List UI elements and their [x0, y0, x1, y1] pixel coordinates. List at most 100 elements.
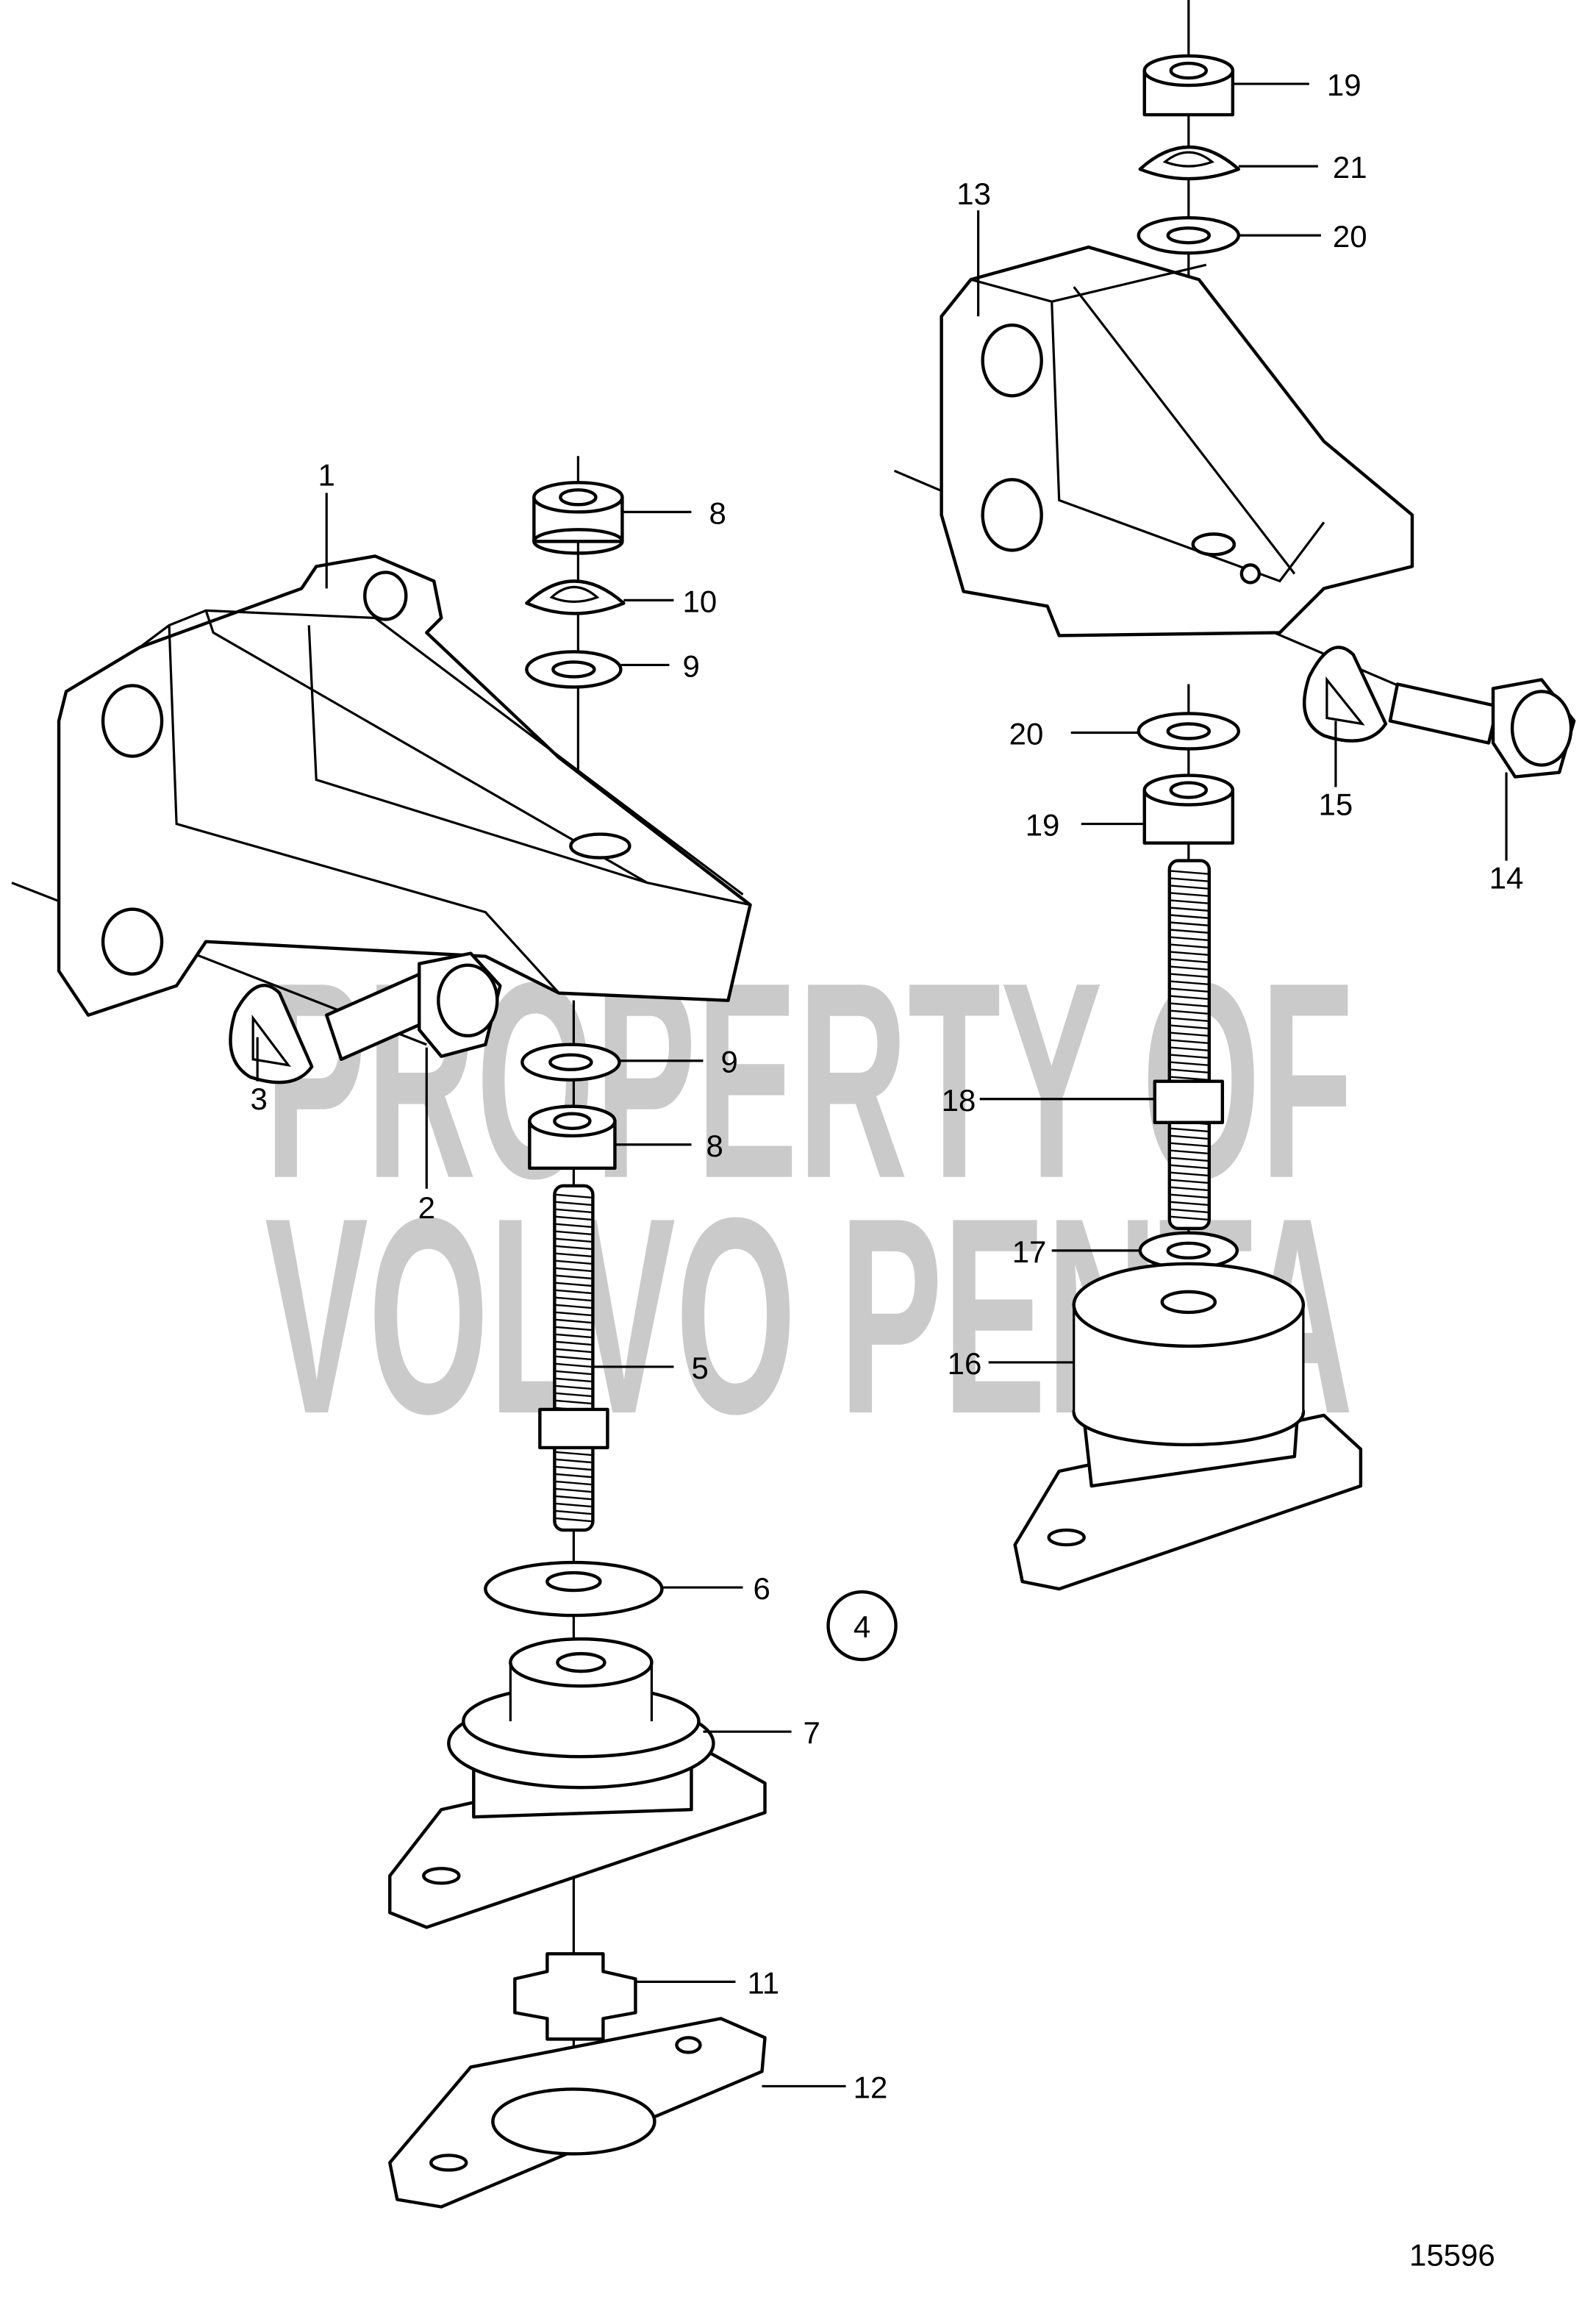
thread-line [556, 1201, 592, 1207]
thread-line [1170, 1024, 1208, 1029]
thread-line [1170, 1009, 1208, 1015]
callout-6: 6 [754, 1571, 770, 1606]
callout-10: 10 [682, 584, 717, 618]
callout-8-lower: 8 [706, 1129, 723, 1163]
engine-bracket-left [57, 554, 752, 1017]
thread-line [556, 1223, 592, 1229]
triangular-washer-15 [1303, 646, 1388, 743]
thread-line [556, 1311, 592, 1317]
thread-line [1170, 1127, 1208, 1132]
callout-5: 5 [691, 1351, 708, 1385]
thread-line [556, 1252, 592, 1258]
thread-line [1170, 958, 1208, 963]
thread-line [1170, 1076, 1208, 1081]
part-11 [513, 1952, 637, 2041]
plate-12 [388, 2017, 767, 2209]
stud-18 [1153, 859, 1225, 1231]
thread-line [556, 1267, 592, 1273]
thread-line [556, 1259, 592, 1265]
washer-20-lower [1137, 712, 1241, 751]
thread-line [1170, 1157, 1208, 1162]
callout-15: 15 [1319, 787, 1353, 822]
callout-3: 3 [250, 1082, 267, 1116]
thread-line [556, 1384, 592, 1390]
thread-line [556, 1304, 592, 1309]
callout-8-upper: 8 [709, 496, 726, 530]
nut-19-lower [1142, 773, 1235, 845]
thread-line [1170, 899, 1208, 904]
callout-16: 16 [948, 1346, 982, 1381]
thread-line [556, 1208, 592, 1214]
thread-line [556, 1502, 592, 1508]
thread-line [1170, 907, 1208, 912]
thread-line [1170, 936, 1208, 941]
callout-18: 18 [942, 1083, 976, 1118]
thread-line [1170, 1017, 1208, 1022]
thread-line [1170, 929, 1208, 934]
thread-line [1170, 1193, 1208, 1199]
washer-6 [484, 1560, 664, 1618]
thread-line [556, 1215, 592, 1221]
thread-line [1170, 921, 1208, 926]
thread-line [1170, 885, 1208, 890]
thread-line [556, 1274, 592, 1280]
thread-line [556, 1245, 592, 1251]
washer-21 [1138, 146, 1241, 181]
rubber-mount-7 [388, 1637, 767, 1929]
callout-19-lower: 19 [1026, 808, 1060, 843]
thread-line [556, 1333, 592, 1339]
rubber-mount-16 [1013, 1262, 1363, 1591]
thread-line [556, 1480, 592, 1486]
thread-line [556, 1370, 592, 1376]
thread-line [556, 1377, 592, 1383]
thread-line [1170, 987, 1208, 993]
thread-line [1170, 995, 1208, 1000]
thread-line [556, 1326, 592, 1332]
thread-line [1170, 1046, 1208, 1051]
callout-12: 12 [854, 2070, 888, 2104]
thread-line [556, 1362, 592, 1368]
thread-line [556, 1340, 592, 1346]
callout-14: 14 [1489, 861, 1524, 896]
callout-17: 17 [1012, 1234, 1047, 1269]
thread-line [1170, 980, 1208, 985]
thread-line [556, 1392, 592, 1398]
thread-line [556, 1348, 592, 1354]
thread-line [1170, 965, 1208, 971]
thread-line [556, 1282, 592, 1287]
nut-8-lower [528, 1104, 617, 1170]
callout-20-upper: 20 [1333, 219, 1367, 254]
thread-line [556, 1458, 592, 1464]
thread-line [1170, 1164, 1208, 1169]
thread-line [1170, 1201, 1208, 1207]
callout-13: 13 [956, 176, 991, 211]
thread-line [556, 1193, 592, 1199]
thread-line [1170, 1215, 1208, 1221]
thread-line [1170, 973, 1208, 978]
thread-line [1170, 951, 1208, 956]
thread-line [1170, 1171, 1208, 1176]
thread-line [1170, 1032, 1208, 1037]
callout-4: 4 [854, 1609, 870, 1644]
callout-20-lower: 20 [1009, 717, 1044, 751]
thread-line [556, 1517, 592, 1523]
thread-line [1170, 1068, 1208, 1073]
thread-line [1170, 877, 1208, 882]
nut-19-upper [1142, 54, 1235, 117]
thread-line [556, 1495, 592, 1501]
thread-line [556, 1509, 592, 1515]
thread-line [1170, 1186, 1208, 1192]
thread-line [556, 1230, 592, 1236]
thread-line [1170, 1149, 1208, 1154]
nut-8-upper [532, 481, 624, 555]
stud-5 [538, 1184, 609, 1532]
thread-line [556, 1318, 592, 1324]
thread-line [556, 1355, 592, 1361]
thread-line [556, 1399, 592, 1405]
callout-7: 7 [804, 1715, 820, 1750]
thread-line [1170, 1134, 1208, 1140]
thread-line [1170, 870, 1208, 875]
leader-lines [256, 82, 1508, 2088]
triangular-washer-3 [229, 984, 314, 1084]
